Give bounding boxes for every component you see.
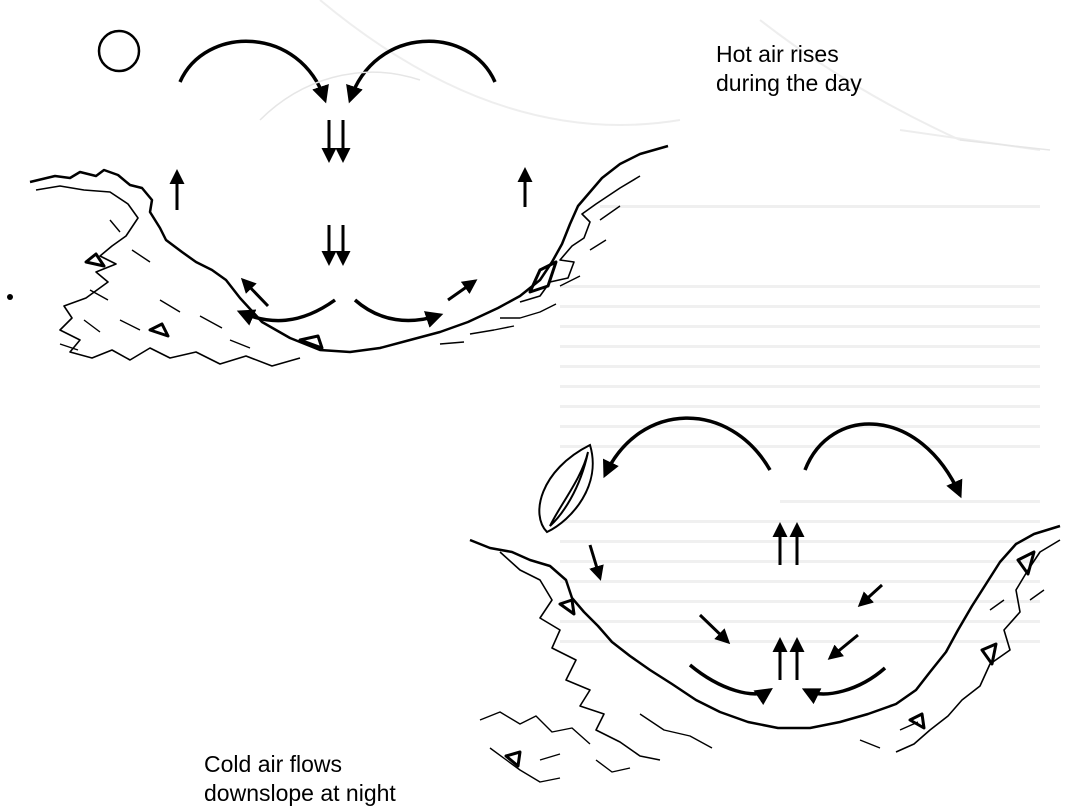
day-caption: Hot air rises during the day: [716, 40, 862, 98]
bleed-through-texture: [320, 0, 1040, 643]
night-caption-line-1: Cold air flows: [204, 750, 396, 779]
faint-sketch-lines: [260, 72, 1050, 150]
night-valley-flow-left: [690, 665, 770, 694]
day-valley-terrain: [30, 146, 668, 366]
night-valley-flow-right: [805, 668, 885, 694]
valley-flow-left: [240, 300, 335, 321]
sun-icon: [99, 31, 139, 71]
night-arc-right: [805, 424, 960, 495]
ink-dot: [7, 294, 13, 300]
night-caption: Cold air flows downslope at night: [204, 750, 396, 808]
valley-flow-right: [355, 300, 440, 320]
night-caption-line-2: downslope at night: [204, 779, 396, 808]
sinking-air-arrows: [329, 120, 343, 263]
day-caption-line-2: during the day: [716, 69, 862, 98]
circulation-arc-left: [180, 41, 325, 100]
night-valley-terrain: [470, 526, 1060, 782]
day-scene: [7, 31, 668, 366]
crescent-moon-icon: [539, 445, 592, 532]
day-caption-line-1: Hot air rises: [716, 40, 862, 69]
